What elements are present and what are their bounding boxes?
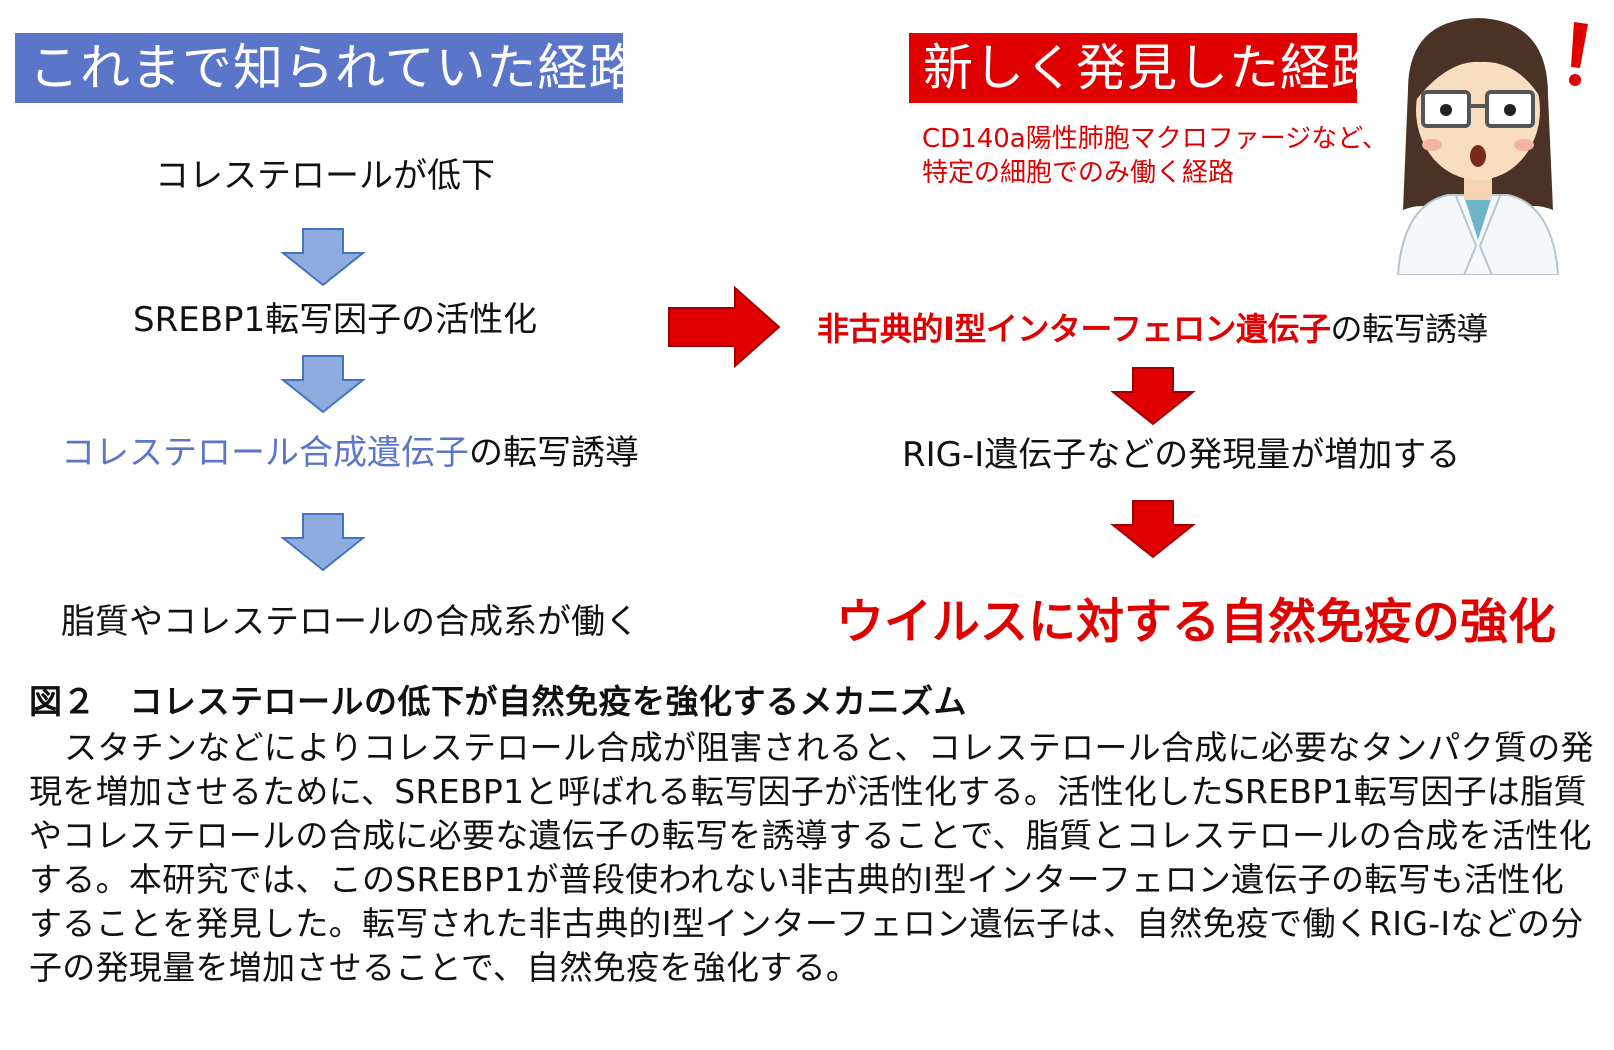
down-arrow-icon: [280, 513, 366, 572]
exclamation-icon: [1569, 22, 1588, 86]
down-arrow-icon: [1110, 500, 1196, 559]
new-step-rigi-increase: RIG-I遺伝子などの発現量が増加する: [902, 435, 1461, 475]
known-step-lipid-synthesis: 脂質やコレステロールの合成系が働く: [61, 602, 639, 642]
ifn-transcription-induction-text: の転写誘導: [1330, 310, 1489, 348]
known-step-cholesterol-gene-transcription: コレステロール合成遺伝子の転写誘導: [61, 431, 639, 475]
transcription-induction-text: の転写誘導: [469, 433, 639, 473]
down-arrow-icon: [280, 228, 366, 287]
surprised-scientist-illustration: [1396, 18, 1588, 275]
non-classical-ifn-genes-highlight: 非古典的I型インターフェロン遺伝子: [817, 310, 1331, 348]
known-step-srebp1-activation: SREBP1転写因子の活性化: [133, 300, 538, 340]
known-step-cholesterol-decrease: コレステロールが低下: [155, 156, 495, 196]
known-pathway-header: これまで知られていた経路: [15, 33, 639, 103]
right-arrow-icon: [668, 285, 781, 369]
figure-caption-title: 図２ コレステロールの低下が自然免疫を強化するメカニズム: [29, 682, 967, 721]
new-pathway-note: CD140a陽性肺胞マクロファージなど、特定の細胞でのみ働く経路: [922, 124, 1388, 188]
down-arrow-icon: [280, 355, 366, 414]
figure-caption-body: スタチンなどによりコレステロール合成が阻害されると、コレステロール合成に必要なタ…: [29, 728, 1594, 987]
cholesterol-synthesis-genes-highlight: コレステロール合成遺伝子: [61, 433, 469, 473]
new-step-ifn-gene-transcription: 非古典的I型インターフェロン遺伝子の転写誘導: [817, 307, 1489, 351]
new-step-innate-immunity-enhancement: ウイルスに対する自然免疫の強化: [836, 594, 1557, 650]
new-pathway-header: 新しく発見した経路: [909, 33, 1381, 103]
down-arrow-icon: [1110, 367, 1196, 426]
